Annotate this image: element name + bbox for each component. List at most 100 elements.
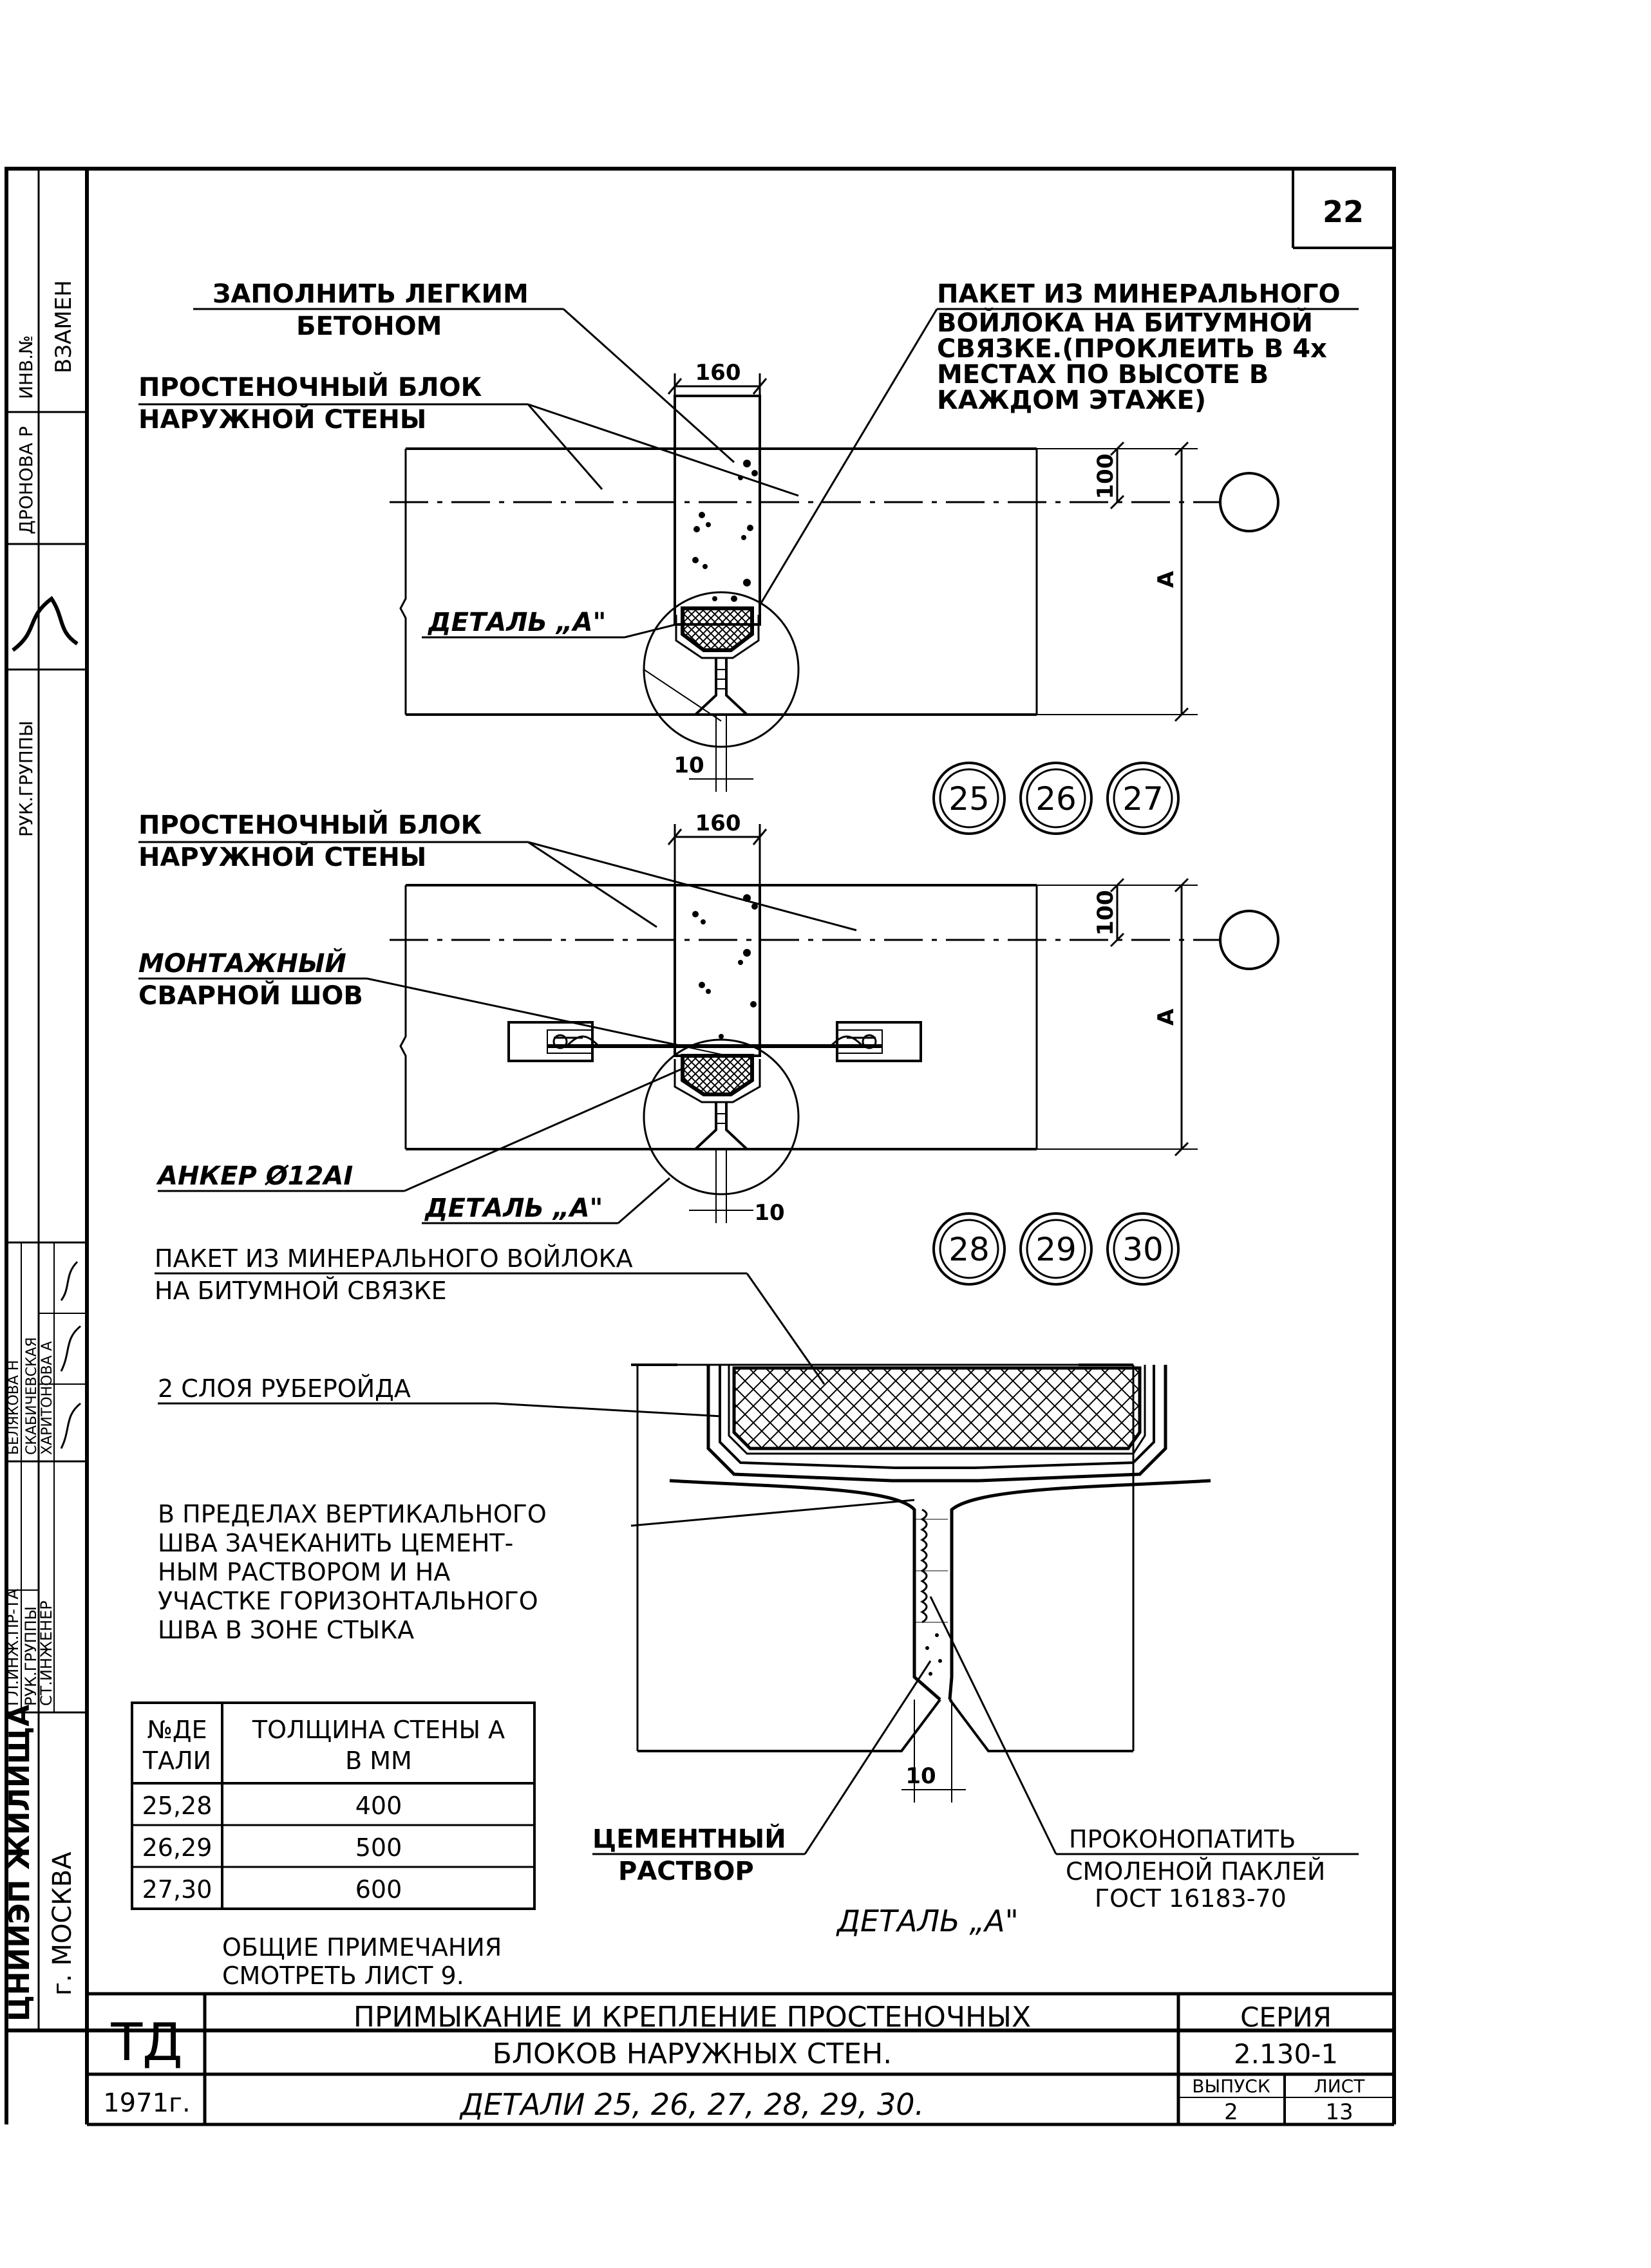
- mid-dim-100: 100: [1093, 890, 1118, 936]
- top-packet-4: МЕСТАХ ПО ВЫСОТЕ В: [937, 360, 1269, 389]
- stamp-gl-inzh: ГЛ.ИНЖ.ПР-ТА: [4, 1588, 22, 1706]
- stamp-n3: ХАРИТОНОВА А: [39, 1341, 55, 1455]
- table-h1-1: №ДЕ: [147, 1716, 207, 1744]
- mid-weld-2: СВАРНОЙ ШОВ: [138, 980, 363, 1011]
- a-note-4: УЧАСТКЕ ГОРИЗОНТАЛЬНОГО: [158, 1587, 538, 1615]
- thickness-table: [131, 1701, 536, 1910]
- a-note-5: ШВА В ЗОНЕ СТЫКА: [158, 1616, 414, 1644]
- top-packet-3: СВЯЗКЕ.(ПРОКЛЕИТЬ В 4х: [937, 334, 1327, 364]
- a-title: ДЕТАЛЬ „А": [836, 1904, 1019, 1938]
- mid-anchor: АНКЕР Ø12АI: [156, 1161, 353, 1191]
- mid-dim-10: 10: [754, 1200, 784, 1226]
- stamp-inv: ИНВ.№: [15, 335, 37, 399]
- mid-block-label-2: НАРУЖНОЙ СТЕНЫ: [138, 841, 426, 872]
- top-detail: [138, 308, 1359, 792]
- seria-value: 2.130-1: [1234, 2038, 1338, 2070]
- title-line-2: БЛОКОВ НАРУЖНЫХ СТЕН.: [493, 2038, 892, 2070]
- stamp-org: ЦНИИЭП ЖИЛИЩА: [3, 1705, 36, 2021]
- concrete-speckles-mid: [692, 894, 758, 1039]
- title-block-text: ТД 1971г. ПРИМЫКАНИЕ И КРЕПЛЕНИЕ ПРОСТЕН…: [103, 2001, 1365, 2125]
- detail-no-25: 25: [948, 780, 990, 818]
- concrete-speckles-top: [692, 460, 758, 602]
- top-detail-labels: ЗАПОЛНИТЬ ЛЕГКИМ БЕТОНОМ ПРОСТЕНОЧНЫЙ БЛ…: [138, 279, 1341, 778]
- table-h1-2: ТАЛИ: [142, 1747, 211, 1775]
- table-h2-2: В ММ: [345, 1747, 412, 1775]
- top-block-label-1: ПРОСТЕНОЧНЫЙ БЛОК: [138, 371, 482, 402]
- top-dim-100: 100: [1093, 454, 1118, 500]
- top-dim-10: 10: [674, 753, 704, 778]
- table-row-3-detail: 27,30: [142, 1875, 212, 1904]
- stamp-city: г. МОСКВА: [48, 1851, 77, 1996]
- a-note-1: В ПРЕДЕЛАХ ВЕРТИКАЛЬНОГО: [158, 1500, 547, 1528]
- sheet-corner-number: 22: [1323, 194, 1364, 229]
- table-row-1-thick: 400: [355, 1792, 402, 1820]
- title-subtitle: ДЕТАЛИ 25, 26, 27, 28, 29, 30.: [459, 2087, 924, 2122]
- a-cement-1: ЦЕМЕНТНЫЙ: [592, 1823, 786, 1854]
- a-packet-1: ПАКЕТ ИЗ МИНЕРАЛЬНОГО ВОЙЛОКА: [155, 1244, 633, 1273]
- stamp-n1: БЕЛЯКОВА Н: [6, 1360, 22, 1455]
- list-value: 13: [1325, 2099, 1353, 2125]
- detail-no-30: 30: [1122, 1231, 1164, 1268]
- top-block-label-2: НАРУЖНОЙ СТЕНЫ: [138, 404, 426, 435]
- notes-line-1: ОБЩИЕ ПРИМЕЧАНИЯ: [222, 1933, 502, 1962]
- table-row-2-detail: 26,29: [142, 1833, 212, 1862]
- table-row-3-thick: 600: [355, 1875, 402, 1904]
- list-label: ЛИСТ: [1314, 2076, 1366, 2097]
- a-ruberoid: 2 СЛОЯ РУБЕРОЙДА: [158, 1374, 411, 1403]
- signature-2: [60, 1261, 81, 1449]
- a-cement-2: РАСТВОР: [618, 1857, 754, 1886]
- detail-no-26: 26: [1035, 780, 1077, 818]
- stamp-dronova: ДРОНОВА Р: [15, 426, 37, 534]
- cement-dots: [925, 1633, 942, 1676]
- stamp-n2: СКАБИЧЕВСКАЯ: [24, 1337, 40, 1455]
- detail-a: [155, 1272, 1359, 1855]
- detail-no-28: 28: [948, 1231, 990, 1268]
- mid-dim-a: А: [1153, 1008, 1179, 1026]
- sheet-frame: [5, 167, 1396, 2032]
- signature-1: [12, 595, 79, 652]
- mid-detail-ref: ДЕТАЛЬ „А": [424, 1194, 603, 1223]
- detail-no-27: 27: [1122, 780, 1164, 818]
- top-packet-1: ПАКЕТ ИЗ МИНЕРАЛЬНОГО: [937, 279, 1341, 309]
- top-dim-160: 160: [695, 360, 741, 386]
- stamp-vzamen: ВЗАМЕН: [51, 280, 77, 373]
- top-packet-2: ВОЙЛОКА НА БИТУМНОЙ: [937, 307, 1313, 338]
- detail-circles-mid: 28 29 30: [932, 1212, 1180, 1286]
- mid-dim-160: 160: [695, 811, 741, 836]
- detail-a-labels: ПАКЕТ ИЗ МИНЕРАЛЬНОГО ВОЙЛОКА НА БИТУМНО…: [155, 1244, 1325, 1938]
- stamp-st-inzh: СТ.ИНЖЕНЕР: [37, 1600, 55, 1706]
- top-detail-ref: ДЕТАЛЬ „А": [427, 608, 606, 637]
- seria-label: СЕРИЯ: [1240, 2001, 1332, 2033]
- mid-detail: [138, 824, 1279, 1224]
- thickness-table-text: №ДЕ ТАЛИ ТОЛЩИНА СТЕНЫ А В ММ 25,28 400 …: [142, 1716, 505, 1904]
- vypusk-label: ВЫПУСК: [1192, 2076, 1270, 2097]
- mid-block-label-1: ПРОСТЕНОЧНЫЙ БЛОК: [138, 809, 482, 840]
- a-caulk-2: СМОЛЕНОЙ ПАКЛЕЙ: [1066, 1857, 1325, 1886]
- detail-no-29: 29: [1035, 1231, 1077, 1268]
- top-packet-5: КАЖДОМ ЭТАЖЕ): [937, 386, 1206, 415]
- table-row-1-detail: 25,28: [142, 1792, 212, 1820]
- detail-circles-top: 25 26 27: [932, 762, 1180, 835]
- title-block: [5, 1992, 1396, 2126]
- stamp-ruk-gruppy: РУК.ГРУППЫ: [15, 720, 37, 837]
- title-year: 1971г.: [103, 2088, 191, 2118]
- vypusk-value: 2: [1224, 2099, 1238, 2125]
- mid-weld-1: МОНТАЖНЫЙ: [138, 948, 346, 979]
- title-td: ТД: [110, 2012, 182, 2072]
- a-note-2: ШВА ЗАЧЕКАНИТЬ ЦЕМЕНТ-: [158, 1529, 513, 1557]
- mid-detail-labels: ПРОСТЕНОЧНЫЙ БЛОК НАРУЖНОЙ СТЕНЫ МОНТАЖН…: [138, 809, 1179, 1226]
- table-row-2-thick: 500: [355, 1833, 402, 1862]
- top-fill-label-2: БЕТОНОМ: [296, 312, 442, 341]
- side-stamp: ВЗАМЕН ИНВ.№ ДРОНОВА Р РУК.ГРУППЫ БЕЛЯКО…: [3, 280, 81, 2021]
- table-h2-1: ТОЛЩИНА СТЕНЫ А: [252, 1716, 505, 1744]
- notes-line-2: СМОТРЕТЬ ЛИСТ 9.: [222, 1962, 464, 1990]
- a-caulk-3: ГОСТ 16183-70: [1095, 1884, 1287, 1913]
- stamp-ruk-gr2: РУК.ГРУППЫ: [22, 1606, 40, 1706]
- a-caulk-1: ПРОКОНОПАТИТЬ: [1069, 1825, 1296, 1853]
- top-fill-label-1: ЗАПОЛНИТЬ ЛЕГКИМ: [212, 279, 529, 309]
- a-dim-10: 10: [905, 1763, 936, 1789]
- top-dim-a: А: [1153, 570, 1179, 588]
- title-line-1: ПРИМЫКАНИЕ И КРЕПЛЕНИЕ ПРОСТЕНОЧНЫХ: [354, 2001, 1031, 2034]
